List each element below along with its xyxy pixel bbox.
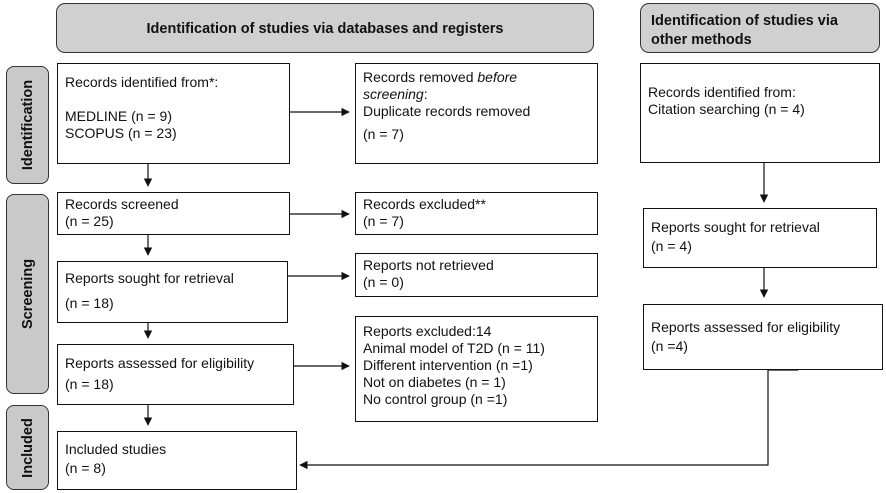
box-right-reports-sought: Reports sought for retrieval (n = 4) xyxy=(643,208,877,268)
right-assessed-title: Reports assessed for eligibility xyxy=(651,319,841,335)
reports-excluded-title: Reports excluded:14 xyxy=(363,323,492,339)
records-screened-title: Records screened xyxy=(65,196,179,212)
header-databases-text: Identification of studies via databases … xyxy=(146,21,504,37)
box-records-screened: Records screened (n = 25) xyxy=(57,192,290,235)
records-identified-title: Records identified from*: xyxy=(65,74,219,90)
records-removed-screening-line: screening: xyxy=(363,86,590,103)
records-identified-medline: MEDLINE (n = 9) xyxy=(65,108,172,124)
phase-included-label: Included xyxy=(19,417,36,478)
phase-screening: Screening xyxy=(6,194,49,394)
box-reports-excluded: Reports excluded:14 Animal model of T2D … xyxy=(355,316,598,422)
records-excluded-title: Records excluded** xyxy=(363,196,486,212)
header-databases: Identification of studies via databases … xyxy=(56,3,594,53)
included-studies-count: (n = 8) xyxy=(65,460,106,476)
box-reports-assessed: Reports assessed for eligibility (n = 18… xyxy=(57,344,294,405)
box-records-identified: Records identified from*: MEDLINE (n = 9… xyxy=(57,63,290,164)
reports-excluded-reason: Not on diabetes (n = 1) xyxy=(363,374,506,390)
reports-excluded-reason: Different intervention (n =1) xyxy=(363,357,533,373)
reports-sought-count: (n = 18) xyxy=(65,295,114,311)
box-included-studies: Included studies (n = 8) xyxy=(57,431,297,490)
right-sought-count: (n = 4) xyxy=(651,238,692,254)
reports-not-retrieved-title: Reports not retrieved xyxy=(363,257,494,273)
records-excluded-count: (n = 7) xyxy=(363,213,404,229)
removed-word-before: before xyxy=(477,69,518,85)
box-right-records-identified: Records identified from: Citation search… xyxy=(640,63,880,163)
box-records-removed: Records removed before screening: Duplic… xyxy=(355,63,598,164)
removed-colon: : xyxy=(423,86,428,102)
header-other-text: Identification of studies via other meth… xyxy=(651,13,838,48)
phase-included: Included xyxy=(6,405,49,490)
right-assessed-count: (n =4) xyxy=(651,338,688,354)
box-records-excluded: Records excluded** (n = 7) xyxy=(355,192,598,235)
records-removed-duplicates: Duplicate records removed xyxy=(363,103,531,119)
reports-excluded-reason: Animal model of T2D (n = 11) xyxy=(363,340,545,356)
box-reports-not-retrieved: Reports not retrieved (n = 0) xyxy=(355,253,598,297)
removed-word-removed: removed xyxy=(419,69,474,85)
reports-excluded-reason: No control group (n =1) xyxy=(363,391,508,407)
right-identified-title: Records identified from: xyxy=(648,84,796,100)
included-studies-title: Included studies xyxy=(65,441,167,457)
records-removed-count: (n = 7) xyxy=(363,126,404,142)
records-screened-count: (n = 25) xyxy=(65,213,114,229)
records-identified-scopus: SCOPUS (n = 23) xyxy=(65,125,177,141)
reports-assessed-title: Reports assessed for eligibility xyxy=(65,355,255,371)
box-right-reports-assessed: Reports assessed for eligibility (n =4) xyxy=(643,304,883,370)
removed-word-records: Records xyxy=(363,69,416,85)
header-other-methods: Identification of studies via other meth… xyxy=(640,3,880,53)
removed-word-screening: screening xyxy=(363,86,424,102)
records-removed-line1: Records removed before xyxy=(363,69,590,86)
right-identified-source: Citation searching (n = 4) xyxy=(648,101,805,117)
phase-identification-label: Identification xyxy=(19,79,36,171)
phase-identification: Identification xyxy=(6,66,49,184)
right-sought-title: Reports sought for retrieval xyxy=(651,219,820,235)
box-reports-sought: Reports sought for retrieval (n = 18) xyxy=(57,261,288,323)
reports-sought-title: Reports sought for retrieval xyxy=(65,270,234,286)
phase-screening-label: Screening xyxy=(19,258,36,330)
arrow-right-assessed-to-included xyxy=(299,369,798,470)
reports-assessed-count: (n = 18) xyxy=(65,376,114,392)
reports-not-retrieved-count: (n = 0) xyxy=(363,274,404,290)
